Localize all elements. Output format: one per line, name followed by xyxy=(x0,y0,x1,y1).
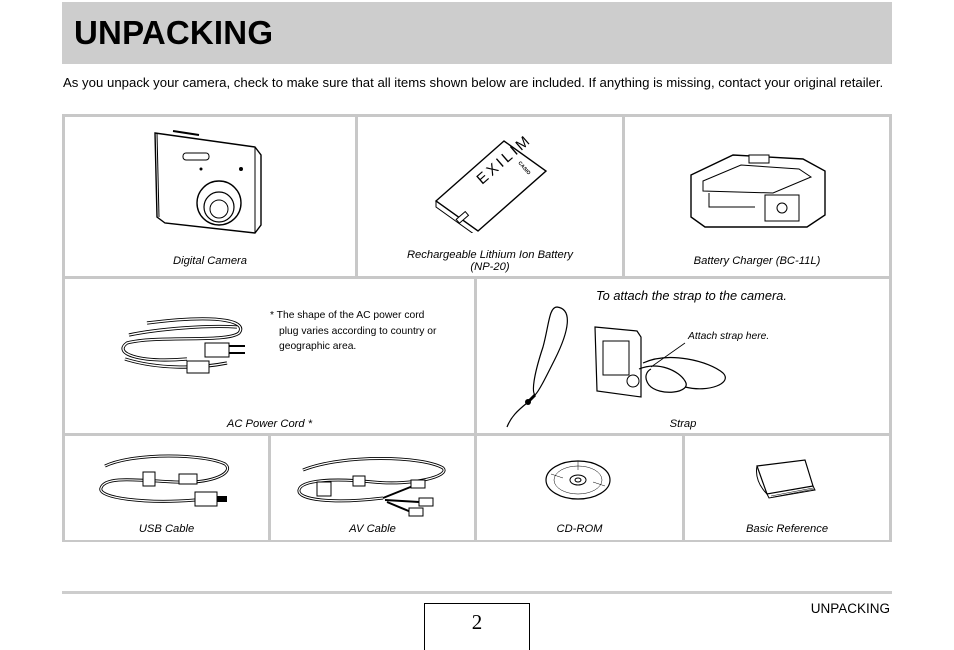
battery-caption-line1: Rechargeable Lithium Ion Battery xyxy=(406,249,574,261)
camera-caption: Digital Camera xyxy=(173,255,247,267)
av-cable-icon xyxy=(297,457,446,517)
cd-rom-caption: CD-ROM xyxy=(556,523,603,535)
item-cell-basic-reference: Basic Reference xyxy=(685,436,889,540)
footer-section-label: UNPACKING xyxy=(810,601,890,616)
power-cord-note-line3: geographic area. xyxy=(279,341,357,352)
power-cord-caption: AC Power Cord * xyxy=(226,418,313,430)
usb-cable-caption: USB Cable xyxy=(138,523,195,535)
battery-caption-line2: (NP-20) xyxy=(470,261,510,273)
cd-rom-icon xyxy=(545,460,611,500)
item-cell-battery: EXILIM CASIO Rechargeable Lithium Ion Ba… xyxy=(358,117,622,276)
battery-charger-icon xyxy=(690,154,826,228)
item-cell-strap: To attach the strap to the camera. Attac… xyxy=(477,279,889,433)
page-number: 2 xyxy=(424,603,530,650)
page-title: UNPACKING xyxy=(74,14,274,51)
usb-cable-icon xyxy=(99,454,229,507)
intro-text: As you unpack your camera, check to make… xyxy=(63,75,884,90)
item-cell-charger: Battery Charger (BC-11L) xyxy=(625,117,889,276)
battery-caption: Rechargeable Lithium Ion Battery (NP-20) xyxy=(358,249,622,273)
strap-instruction-title: To attach the strap to the camera. xyxy=(596,288,787,303)
items-grid: Digital Camera EXILIM CASIO Rechargeable… xyxy=(62,114,892,542)
power-cord-note-line1: * The shape of the AC power cord xyxy=(270,310,425,321)
digital-camera-icon xyxy=(154,130,262,234)
power-cord-note-line2: plug varies according to country or xyxy=(279,325,437,337)
camera-strap-attach-icon xyxy=(594,326,726,398)
item-cell-power-cord: * The shape of the AC power cord plug va… xyxy=(65,279,474,433)
item-cell-av-cable: AV Cable xyxy=(271,436,474,540)
av-cable-caption: AV Cable xyxy=(349,523,396,535)
attach-strap-label: Attach strap here. xyxy=(688,331,770,342)
basic-reference-caption: Basic Reference xyxy=(745,523,829,535)
ac-power-cord-icon xyxy=(121,317,245,374)
footer-rule xyxy=(62,591,892,594)
strap-caption: Strap xyxy=(669,418,697,430)
charger-caption: Battery Charger (BC-11L) xyxy=(693,255,821,267)
item-cell-camera: Digital Camera xyxy=(65,117,355,276)
item-cell-cd-rom: CD-ROM xyxy=(477,436,682,540)
basic-reference-booklet-icon xyxy=(756,459,816,499)
strap-icon xyxy=(506,306,568,428)
item-cell-usb-cable: USB Cable xyxy=(65,436,268,540)
power-cord-note: * The shape of the AC power cord plug va… xyxy=(270,308,460,355)
battery-icon: EXILIM CASIO xyxy=(434,133,548,233)
title-bar: UNPACKING xyxy=(62,2,892,64)
